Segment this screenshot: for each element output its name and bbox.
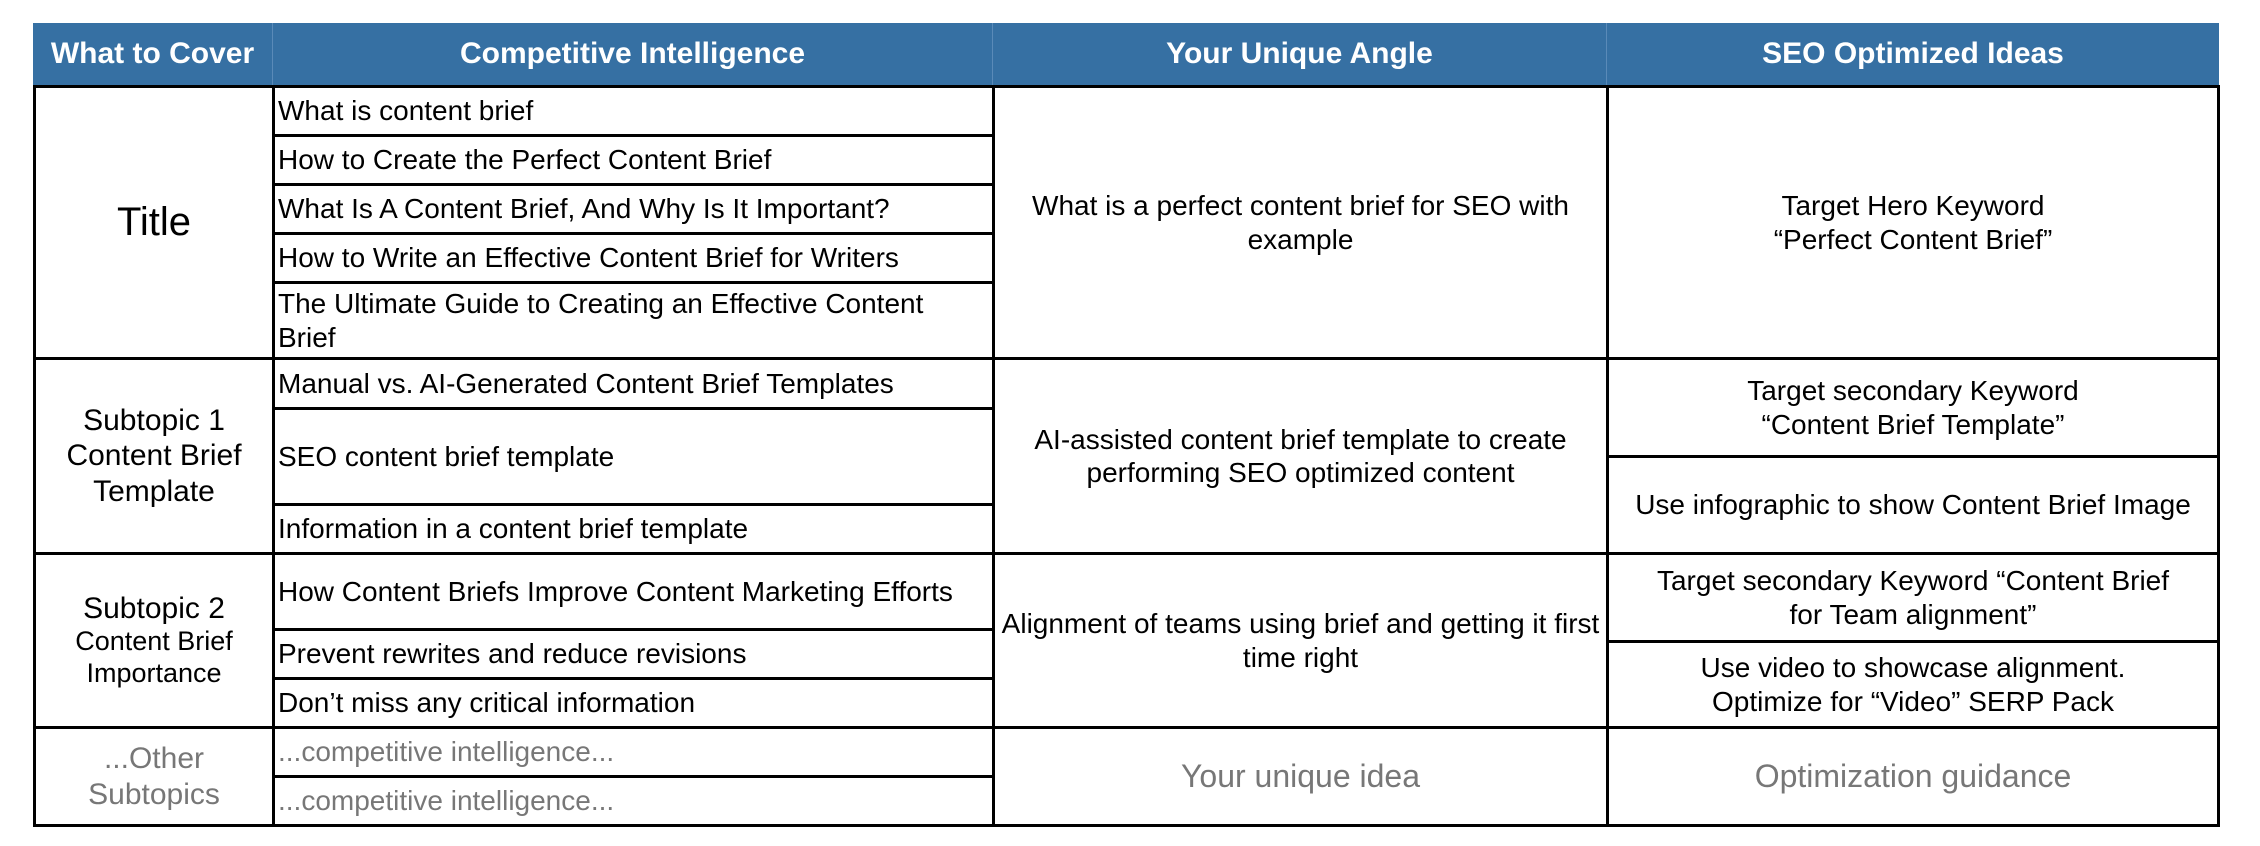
header-label: What to Cover [50, 37, 255, 71]
seo-text: Target Hero Keyword “Perfect Content Bri… [1773, 190, 2053, 255]
cover-sublabel: Content Brief Importance [75, 626, 233, 689]
seo-idea: Target Hero Keyword “Perfect Content Bri… [1606, 85, 2220, 360]
intel-item: Information in a content brief template [272, 503, 995, 555]
cover-title: Title [33, 85, 275, 360]
intel-item: Don’t miss any critical information [272, 677, 995, 729]
cover-label: ...Other Subtopics [88, 742, 220, 811]
intel-text: How to Create the Perfect Content Brief [278, 144, 772, 176]
intel-item: ...competitive intelligence... [272, 775, 995, 827]
seo-text: Target secondary Keyword “Content Brief … [1656, 565, 2170, 630]
intel-item: How Content Briefs Improve Content Marke… [272, 552, 995, 631]
unique-angle-subtopic-1: AI-assisted content brief template to cr… [992, 357, 1609, 555]
header-label: Your Unique Angle [1166, 37, 1433, 71]
cover-label: Subtopic 2 [83, 591, 225, 625]
intel-text: The Ultimate Guide to Creating an Effect… [278, 288, 924, 353]
header-label: Competitive Intelligence [459, 37, 806, 71]
intel-item: How to Create the Perfect Content Brief [272, 134, 995, 186]
seo-text: Use infographic to show Content Brief Im… [1635, 489, 2191, 521]
cover-label: Subtopic 1 [83, 403, 225, 437]
header-seo-optimized-ideas: SEO Optimized Ideas [1607, 23, 2219, 85]
seo-idea: Target secondary Keyword “Content Brief … [1606, 552, 2220, 643]
unique-angle-title: What is a perfect content brief for SEO … [992, 85, 1609, 360]
intel-item: Prevent rewrites and reduce revisions [272, 628, 995, 680]
unique-angle-other: Your unique idea [992, 726, 1609, 827]
intel-text: How to Write an Effective Content Brief … [278, 242, 899, 274]
intel-text: How Content Briefs Improve Content Marke… [278, 575, 953, 607]
intel-text: ...competitive intelligence... [278, 736, 615, 768]
header-your-unique-angle: Your Unique Angle [993, 23, 1607, 85]
header-competitive-intelligence: Competitive Intelligence [273, 23, 993, 85]
intel-item: What is content brief [272, 85, 995, 137]
cover-other-subtopics: ...Other Subtopics [33, 726, 275, 827]
intel-item: How to Write an Effective Content Brief … [272, 232, 995, 284]
seo-idea: Use video to showcase alignment. Optimiz… [1606, 640, 2220, 729]
intel-text: Don’t miss any critical information [278, 687, 696, 719]
intel-item: What Is A Content Brief, And Why Is It I… [272, 183, 995, 235]
intel-text: Manual vs. AI-Generated Content Brief Te… [278, 367, 894, 399]
cover-subtopic-1: Subtopic 1 Content Brief Template [33, 357, 275, 555]
intel-text: ...competitive intelligence... [278, 785, 615, 817]
header-label: SEO Optimized Ideas [1762, 37, 2064, 71]
intel-item: Manual vs. AI-Generated Content Brief Te… [272, 357, 995, 410]
unique-angle-subtopic-2: Alignment of teams using brief and getti… [992, 552, 1609, 729]
cover-label: Title [116, 199, 192, 244]
angle-text: AI-assisted content brief template to cr… [1034, 423, 1567, 488]
intel-item: SEO content brief template [272, 407, 995, 506]
seo-text: Optimization guidance [1754, 757, 2072, 794]
intel-text: What is content brief [278, 95, 534, 127]
intel-text: Information in a content brief template [278, 513, 749, 545]
seo-idea: Use infographic to show Content Brief Im… [1606, 455, 2220, 555]
intel-item: The Ultimate Guide to Creating an Effect… [272, 281, 995, 360]
angle-text: What is a perfect content brief for SEO … [1032, 190, 1569, 255]
angle-text: Your unique idea [1180, 757, 1421, 794]
cover-sublabel: Content Brief Template [66, 439, 242, 508]
intel-text: What Is A Content Brief, And Why Is It I… [278, 193, 890, 225]
intel-item: ...competitive intelligence... [272, 726, 995, 778]
cover-subtopic-2: Subtopic 2 Content Brief Importance [33, 552, 275, 729]
seo-idea: Target secondary Keyword “Content Brief … [1606, 357, 2220, 458]
header-what-to-cover: What to Cover [33, 23, 273, 85]
seo-text: Target secondary Keyword “Content Brief … [1747, 375, 2079, 440]
seo-idea: Optimization guidance [1606, 726, 2220, 827]
intel-text: Prevent rewrites and reduce revisions [278, 638, 747, 670]
intel-text: SEO content brief template [278, 440, 615, 472]
seo-text: Use video to showcase alignment. Optimiz… [1700, 652, 2126, 717]
angle-text: Alignment of teams using brief and getti… [1001, 608, 1600, 673]
